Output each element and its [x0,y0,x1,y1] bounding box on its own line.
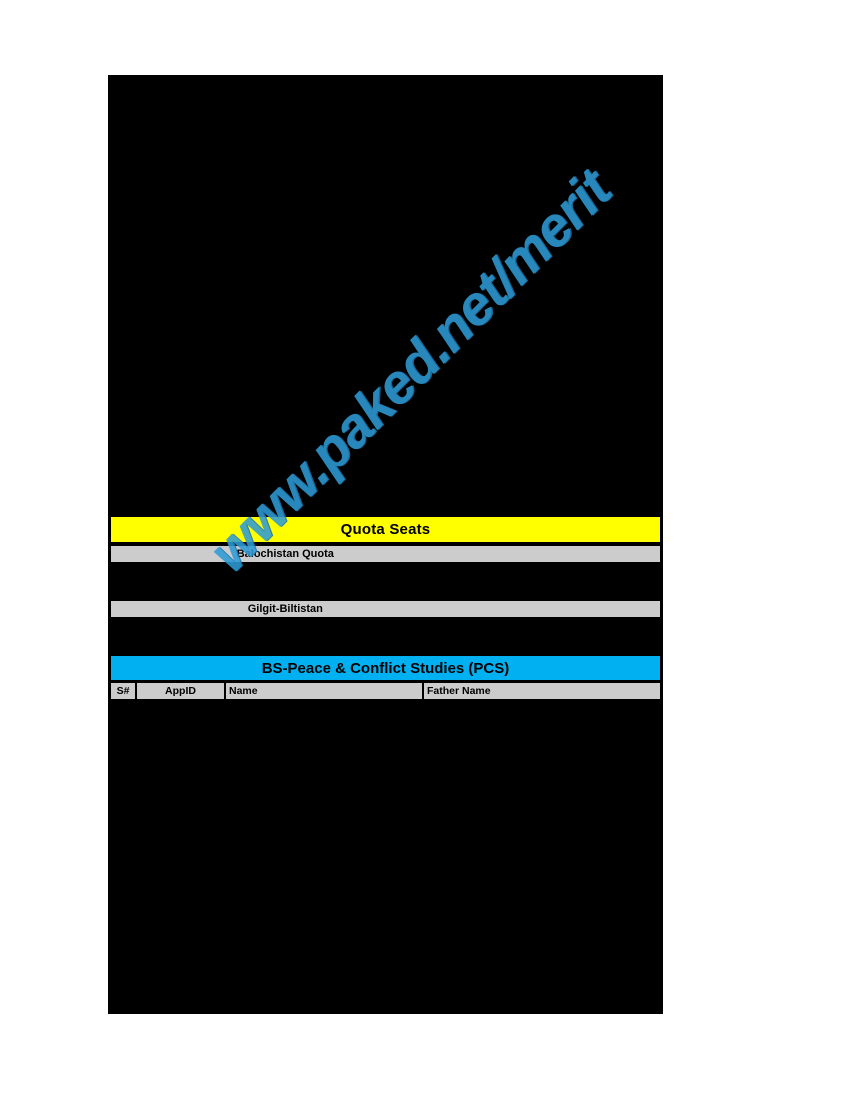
program-header-pcs: BS-Peace & Conflict Studies (PCS) [110,655,661,681]
merit-table-header-row: S# AppID Name Father Name [110,682,661,700]
section-subheader-balochistan-quota: Balochistan Quota [110,545,661,563]
section-subheader-gilgit-biltistan: Gilgit-Biltistan [110,600,661,618]
column-header-father-name: Father Name [423,682,661,700]
balochistan-quota-label: Balochistan Quota [236,548,334,560]
document-content-block: Quota Seats Balochistan Quota Gilgit-Bil… [108,75,663,1014]
quota-seats-label: Quota Seats [340,521,431,538]
program-title-label: BS-Peace & Conflict Studies (PCS) [261,659,510,677]
gilgit-biltistan-label: Gilgit-Biltistan [247,603,323,615]
column-header-appid: AppID [136,682,225,700]
column-header-name: Name [225,682,423,700]
section-header-quota-seats: Quota Seats [110,516,661,543]
column-header-serial-number: S# [110,682,136,700]
